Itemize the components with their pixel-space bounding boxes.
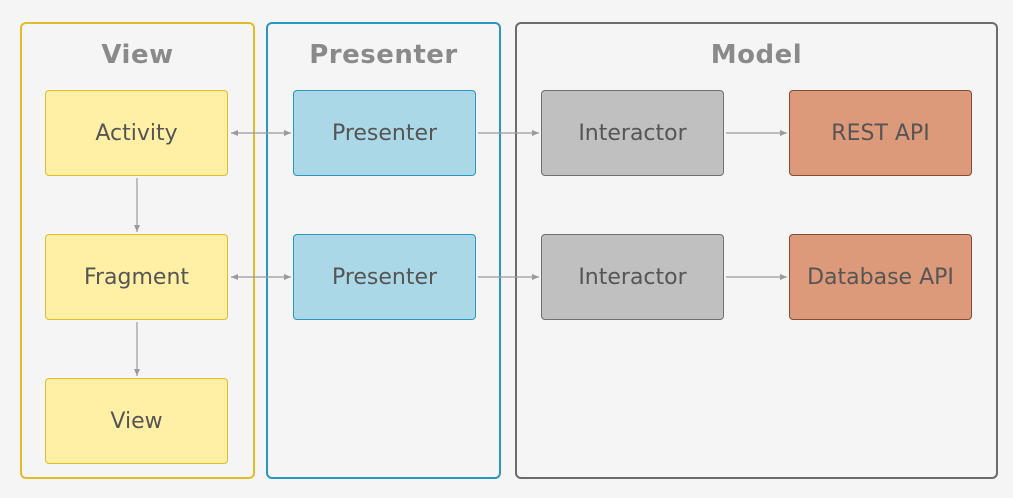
database-api-node: Database API: [789, 234, 972, 320]
presenter-label-1: Presenter: [331, 120, 438, 146]
view-label: View: [110, 408, 163, 434]
model-group: Model: [515, 22, 998, 479]
model-group-title: Model: [710, 40, 803, 70]
view-node: View: [45, 378, 228, 464]
interactor-label-2: Interactor: [578, 264, 687, 290]
rest-api-label: REST API: [831, 120, 930, 146]
rest-api-node: REST API: [789, 90, 972, 176]
interactor-node-1: Interactor: [541, 90, 724, 176]
presenter-node-1: Presenter: [293, 90, 476, 176]
interactor-label-1: Interactor: [578, 120, 687, 146]
activity-label: Activity: [95, 120, 178, 146]
fragment-label: Fragment: [83, 264, 190, 290]
fragment-node: Fragment: [45, 234, 228, 320]
presenter-label-2: Presenter: [331, 264, 438, 290]
activity-node: Activity: [45, 90, 228, 176]
view-group-title: View: [101, 40, 174, 70]
presenter-node-2: Presenter: [293, 234, 476, 320]
database-api-label: Database API: [807, 264, 954, 290]
interactor-node-2: Interactor: [541, 234, 724, 320]
view-group: View: [20, 22, 255, 479]
presenter-group: Presenter: [266, 22, 501, 479]
presenter-group-title: Presenter: [309, 40, 458, 70]
